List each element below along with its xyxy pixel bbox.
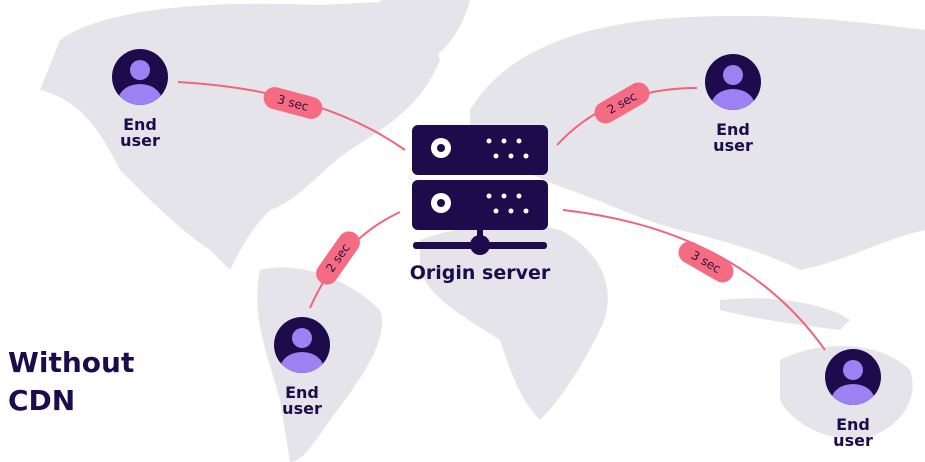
server-label: Origin server — [410, 262, 551, 284]
end-user-australia: End user — [825, 349, 881, 450]
user-label-line-1: End — [123, 115, 157, 134]
user-label-line-2: user — [120, 131, 160, 150]
latency-badge-north-america: 3 sec — [263, 87, 323, 119]
end-user-south-america: End user — [274, 317, 330, 418]
user-label-line-1: End — [285, 383, 319, 402]
user-label-line-1: End — [716, 120, 750, 139]
user-avatar-icon — [825, 349, 881, 405]
user-avatar-icon — [705, 54, 761, 110]
eurasia — [470, 15, 925, 270]
user-avatar-icon — [274, 317, 330, 373]
origin-server: Origin server — [410, 125, 551, 284]
user-avatar-icon — [112, 49, 168, 105]
user-label-line-1: End — [836, 415, 870, 434]
latency-badge-south-america: 2 sec — [316, 231, 360, 285]
user-label-line-2: user — [833, 431, 873, 450]
end-user-asia: End user — [705, 54, 761, 155]
line-australia — [562, 209, 826, 351]
africa — [420, 224, 608, 420]
title-line-2: CDN — [8, 384, 75, 417]
end-user-north-america: End user — [112, 49, 168, 150]
end-users: End user End user End user End user — [112, 49, 881, 450]
user-label-line-2: user — [282, 399, 322, 418]
indonesia — [720, 298, 850, 330]
greenland — [380, 0, 470, 62]
title-line-1: Without — [8, 346, 134, 379]
user-label-line-2: user — [713, 136, 753, 155]
server-icon — [412, 125, 548, 255]
